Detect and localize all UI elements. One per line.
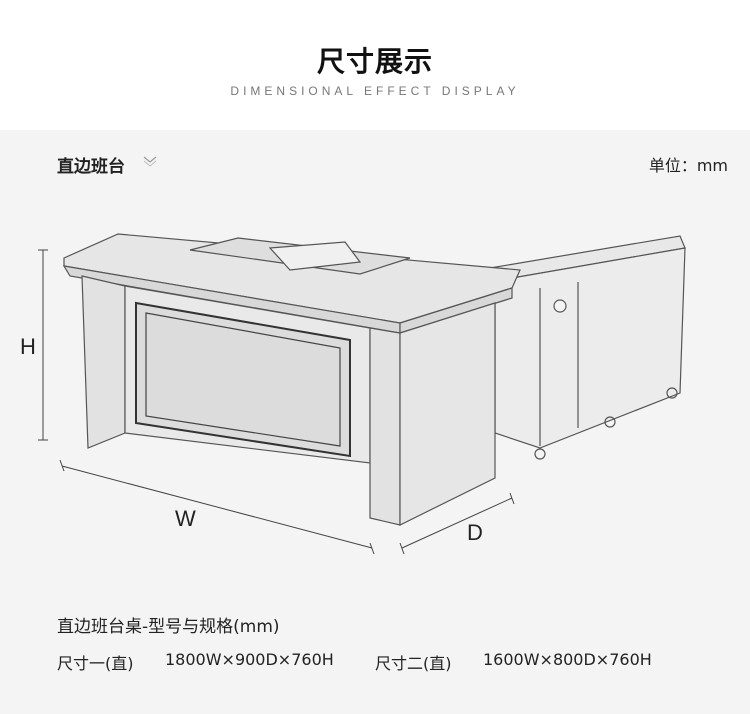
dimension-panel: 直边班台 单位：mm — [0, 130, 750, 714]
header-section: 尺寸展示 DIMENSIONAL EFFECT DISPLAY — [0, 0, 750, 130]
dimension-lines — [38, 249, 515, 555]
size2-value: 1600W×800D×760H — [483, 650, 652, 669]
height-dimension-label: H — [20, 334, 36, 359]
chevron-down-icon[interactable] — [142, 152, 158, 168]
desk-drawing: H W D — [20, 233, 686, 555]
page-subtitle: DIMENSIONAL EFFECT DISPLAY — [230, 84, 520, 98]
depth-dimension-label: D — [467, 520, 483, 545]
size2-label: 尺寸二(直) — [375, 654, 452, 673]
size1-label: 尺寸一(直) — [57, 654, 134, 673]
unit-label: 单位：mm — [648, 156, 728, 175]
product-name: 直边班台 — [57, 157, 125, 177]
size1-value: 1800W×900D×760H — [165, 650, 334, 669]
width-dimension-label: W — [175, 506, 196, 531]
page-title: 尺寸展示 — [316, 45, 433, 78]
desk-sketch — [62, 233, 686, 526]
spec-title: 直边班台桌-型号与规格(mm) — [57, 617, 280, 637]
